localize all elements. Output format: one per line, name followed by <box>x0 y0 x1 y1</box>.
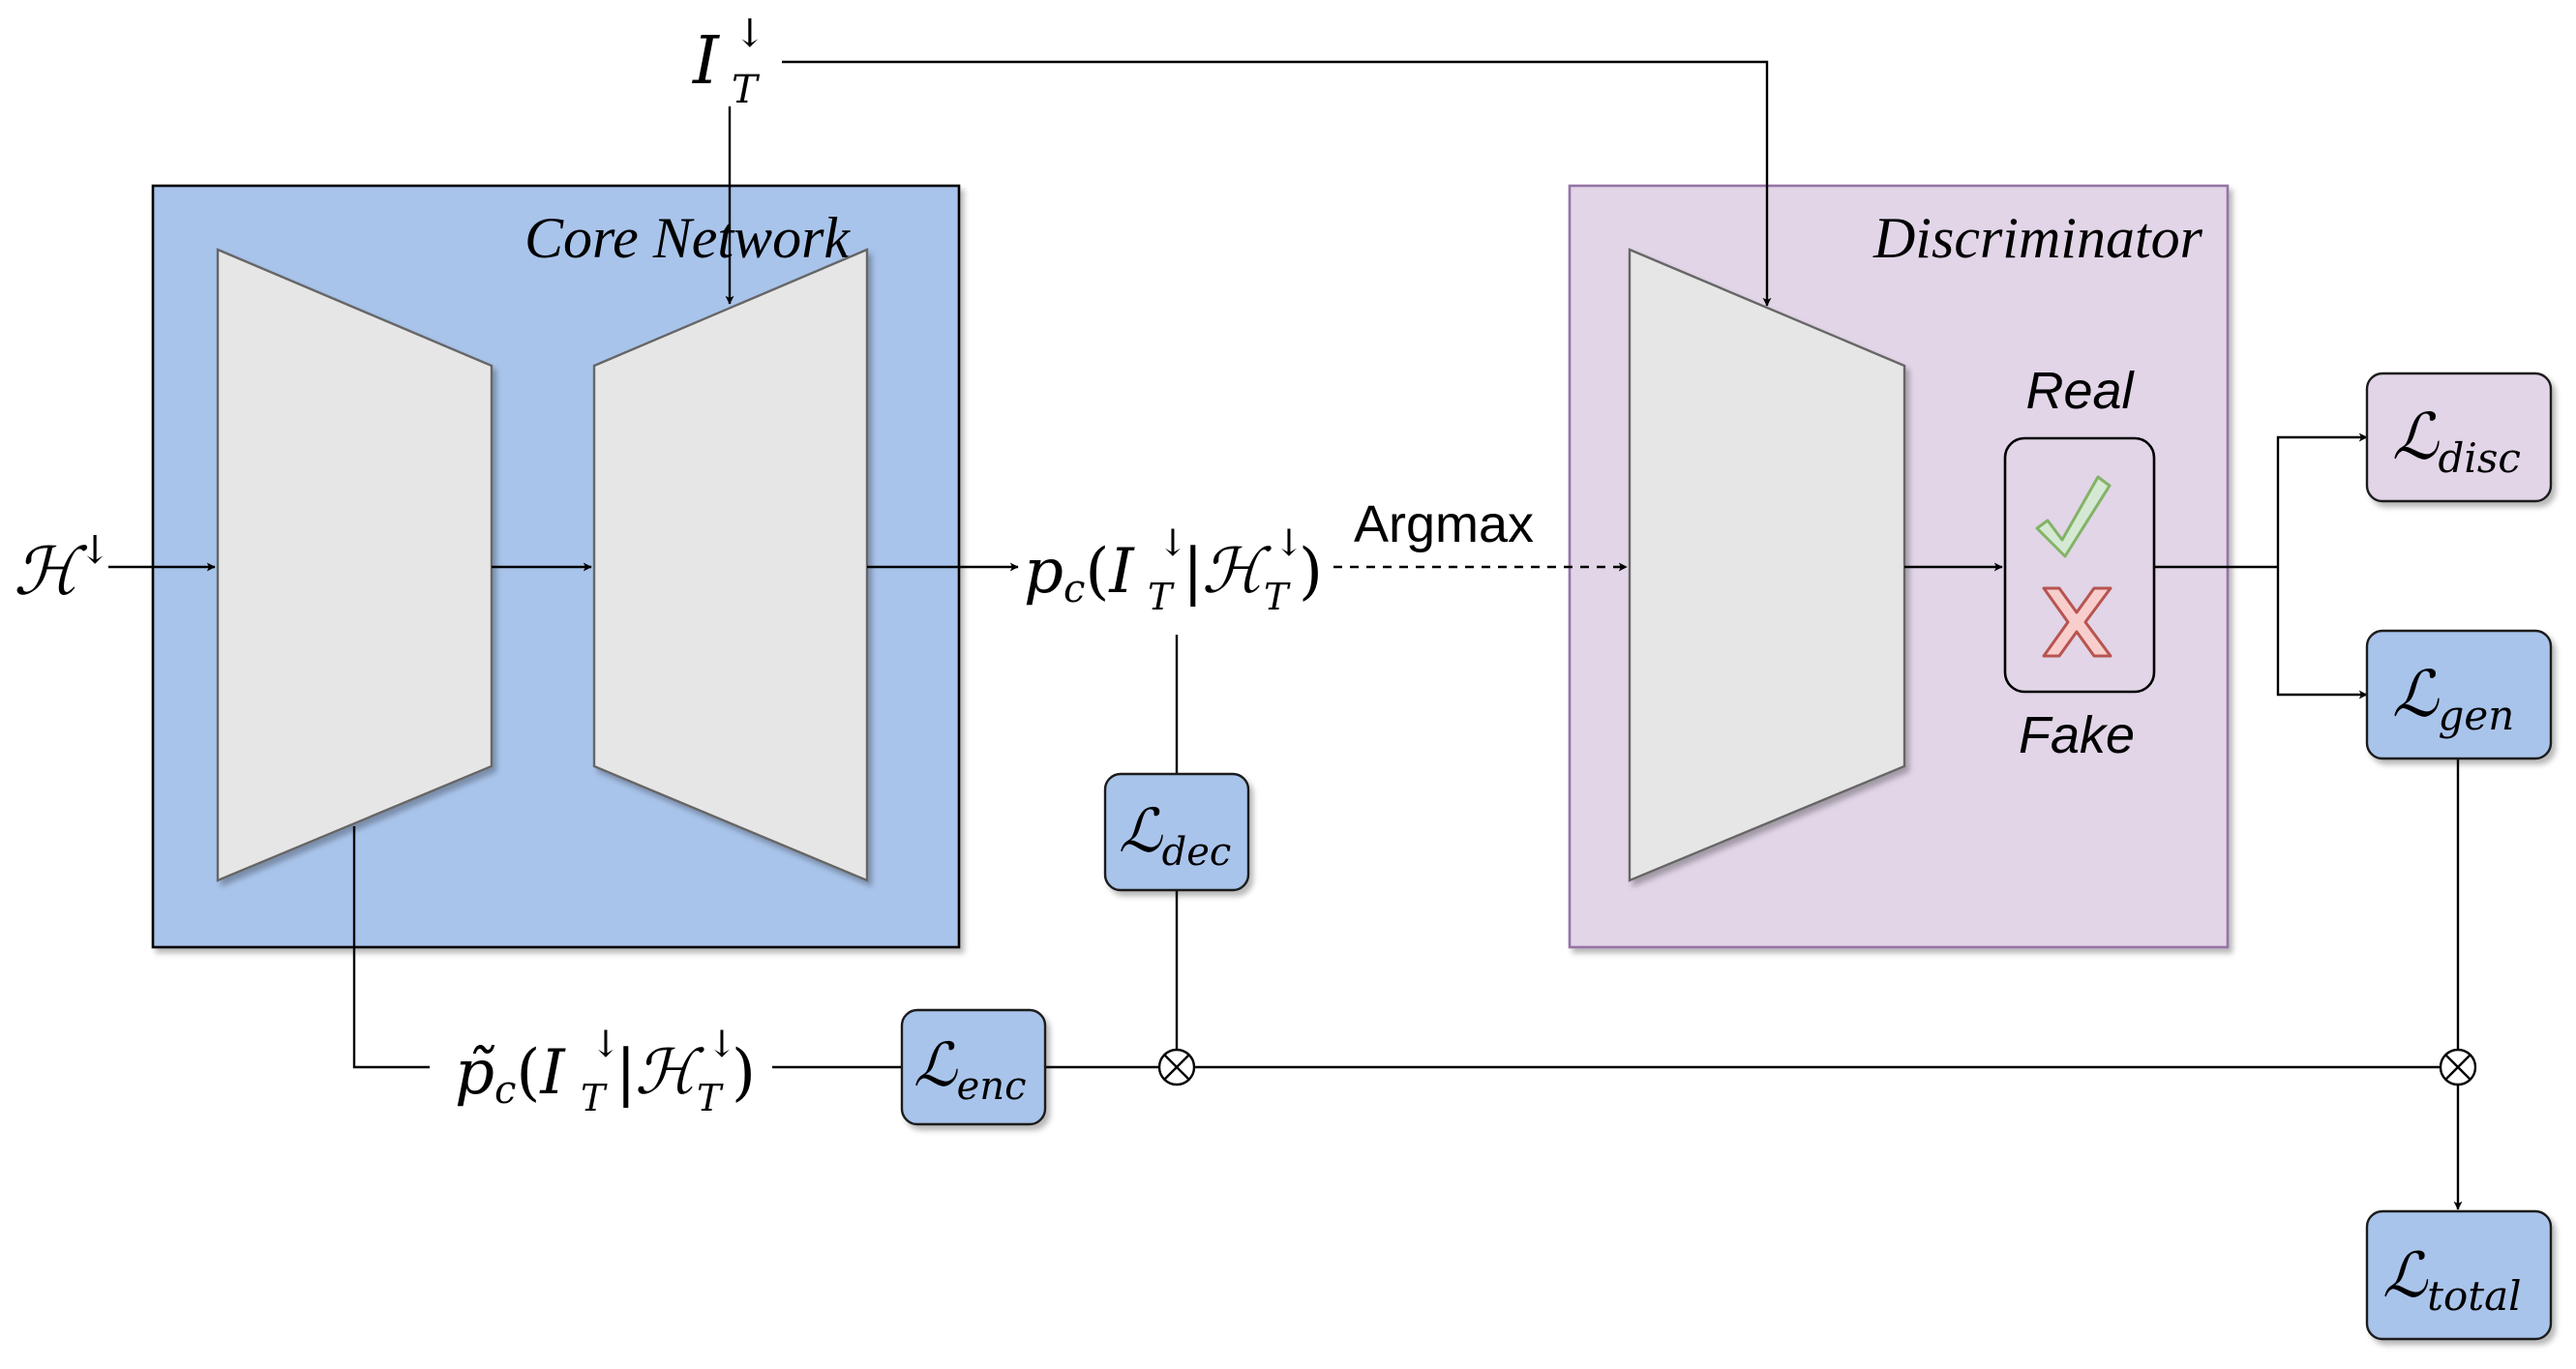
svg-text:ℒtotal: ℒtotal <box>2382 1240 2522 1320</box>
svg-text:): ) <box>1299 536 1323 608</box>
svg-text:↓: ↓ <box>1273 521 1304 564</box>
loss-total-box: ℒtotal <box>2365 1209 2553 1341</box>
loss-disc-box: ℒdisc <box>2365 372 2553 503</box>
svg-text:|: | <box>615 1037 637 1109</box>
svg-text:ℒgen: ℒgen <box>2392 657 2514 739</box>
combiner-dec-enc <box>1157 1048 1196 1086</box>
svg-text:): ) <box>732 1037 756 1109</box>
discriminator-block: Discriminator Real Fake <box>1568 184 2230 949</box>
input-target: I ↓ T <box>691 12 766 112</box>
argmax-label: Argmax <box>1354 495 1534 553</box>
check-icon <box>2035 475 2112 558</box>
svg-text:|: | <box>1183 536 1204 608</box>
svg-text:ℋ: ℋ <box>635 1037 704 1109</box>
discriminator-title: Discriminator <box>1872 206 2203 270</box>
encoder-probability-label: p̃c(I ↓ T | ℋ ↓ T ) <box>455 1023 756 1119</box>
svg-text:↓: ↓ <box>734 12 766 56</box>
svg-text:T: T <box>581 1077 608 1119</box>
loss-dec-box: ℒdec <box>1103 772 1250 892</box>
fake-label: Fake <box>2019 706 2135 764</box>
core-network-title: Core Network <box>524 206 851 270</box>
svg-text:T: T <box>1148 576 1175 618</box>
discriminator-trapezoid <box>1628 248 1906 882</box>
loss-gen-box: ℒgen <box>2365 629 2553 760</box>
svg-text:ℒdec: ℒdec <box>1119 795 1231 875</box>
loss-enc-box: ℒenc <box>900 1008 1047 1126</box>
svg-text:ℒenc: ℒenc <box>914 1029 1027 1109</box>
decoder-probability-label: pc(I ↓ T | ℋ ↓ T ) <box>1024 521 1323 618</box>
svg-text:I: I <box>691 23 720 100</box>
input-hyperspectral: ℋ↓ <box>14 528 111 610</box>
svg-text:ℒdisc: ℒdisc <box>2392 400 2521 482</box>
encoder-trapezoid <box>216 248 494 882</box>
svg-text:T: T <box>697 1077 724 1119</box>
connections <box>108 60 2463 1210</box>
real-fake-classifier <box>2003 436 2156 694</box>
decoder-trapezoid <box>592 248 869 882</box>
svg-text:pc(I: pc(I <box>1024 536 1135 611</box>
svg-text:p̃c(I: p̃c(I <box>455 1037 566 1113</box>
svg-text:↓: ↓ <box>706 1023 737 1065</box>
cross-icon <box>2042 586 2112 658</box>
svg-text:ℋ: ℋ <box>1202 536 1272 608</box>
svg-text:T: T <box>1264 576 1291 618</box>
svg-text:↓: ↓ <box>1157 521 1188 564</box>
svg-text:ℋ↓: ℋ↓ <box>14 528 111 610</box>
real-label: Real <box>2025 362 2135 420</box>
svg-text:↓: ↓ <box>590 1023 621 1065</box>
svg-text:T: T <box>732 68 761 112</box>
core-network-block: Core Network <box>151 184 961 949</box>
combiner-total <box>2439 1048 2477 1086</box>
